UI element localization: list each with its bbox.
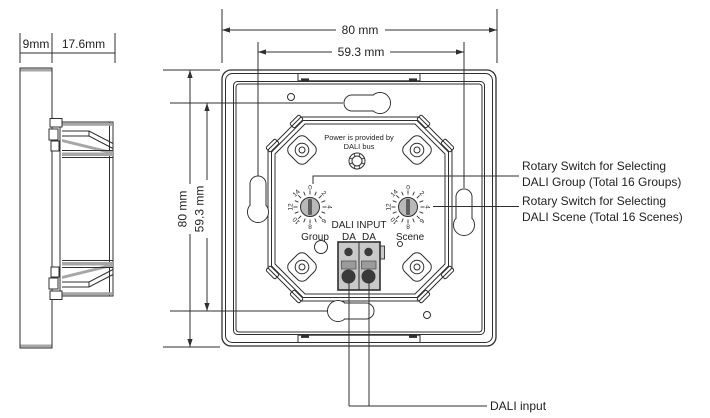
keyhole-slot-bottom	[327, 300, 375, 322]
mounting-edge-slots	[297, 73, 421, 344]
scene-dial-pos-2: 2	[418, 190, 426, 198]
callout-scene-line1: Rotary Switch for Selecting	[522, 194, 666, 208]
scene-label: Scene	[396, 232, 425, 243]
callout-group-line2: DALI Group (Total 16 Groups)	[522, 175, 681, 189]
side-view-mount-body	[48, 118, 114, 300]
scene-dial-pos-8: 8	[406, 223, 410, 230]
scene-adjacent-hole	[397, 241, 403, 247]
panel-inner-frame	[233, 81, 485, 335]
octagon-gasket	[265, 114, 455, 304]
dali-input-title: DALI INPUT	[331, 220, 386, 231]
callout-scene-line2: DALI Scene (Total 16 Scenes)	[522, 210, 683, 224]
group-dial-slot	[308, 199, 312, 215]
side-view-dimensions: 9mm 17.6mm	[19, 33, 116, 63]
back-view: Power is provided by DALI bus 0 2 4 6 8 …	[221, 69, 497, 347]
dim-label-9mm: 9mm	[23, 37, 50, 51]
scene-dial-pos-10: 10	[389, 215, 399, 225]
screw-hole-bottom-right	[423, 311, 431, 319]
terminal-screw-1	[344, 247, 353, 257]
callout-dali-input-label: DALI input	[490, 399, 547, 413]
keyhole-slot-right	[453, 188, 475, 236]
dimension-height-inner: 59.3 mm	[170, 102, 343, 312]
group-rotary-switch: 0 2 4 6 8 10 12 14	[288, 185, 333, 230]
callout-group-line1: Rotary Switch for Selecting	[522, 159, 666, 173]
dim-label-width-outer: 80 mm	[342, 23, 379, 37]
group-dial-pos-12: 12	[288, 203, 295, 211]
terminal-label-da1: DA	[342, 232, 356, 243]
power-note-line2: DALI bus	[344, 142, 375, 151]
group-dial-pos-4: 4	[326, 205, 333, 209]
group-adjacent-hole	[314, 240, 328, 254]
callout-scene-rotary: Rotary Switch for Selecting DALI Scene (…	[433, 194, 683, 224]
group-dial-pos-6: 6	[319, 217, 327, 225]
side-view: 9mm 17.6mm	[19, 33, 116, 349]
terminal-block	[337, 241, 385, 291]
group-dial-pos-8: 8	[308, 223, 312, 230]
scene-dial-pos-4: 4	[424, 205, 431, 209]
wire-slot-1	[341, 260, 357, 270]
scene-dial-pos-6: 6	[417, 217, 425, 225]
side-view-front-panel	[19, 67, 53, 349]
dim-label-height-inner: 59.3 mm	[193, 186, 207, 233]
terminal-label-da2: DA	[362, 232, 376, 243]
callout-group-rotary: Rotary Switch for Selecting DALI Group (…	[312, 159, 681, 189]
panel-outer-frame	[221, 69, 497, 347]
wire-port-2	[361, 269, 376, 284]
group-label: Group	[301, 232, 329, 243]
screw-hole-top-left	[287, 93, 295, 101]
wire-port-1	[341, 269, 356, 284]
scene-rotary-switch: 0 2 4 6 8 10 12 14	[386, 185, 431, 230]
wire-slot-2	[361, 260, 377, 270]
scene-dial-pos-0: 0	[406, 185, 410, 192]
group-dial-pos-10: 10	[291, 215, 301, 225]
scene-dial-slot	[406, 199, 410, 215]
group-dial-pos-2: 2	[320, 190, 328, 198]
group-dial-pos-0: 0	[308, 185, 312, 192]
dimension-height-outer: 80 mm	[163, 69, 220, 348]
callout-dali-input: DALI input	[348, 282, 547, 413]
dim-label-width-inner: 59.3 mm	[338, 45, 385, 59]
power-note-line1: Power is provided by	[324, 133, 394, 142]
dimension-width-inner: 59.3 mm	[257, 42, 465, 188]
group-dial-pos-14: 14	[292, 188, 302, 198]
dim-label-17-6mm: 17.6mm	[62, 37, 105, 51]
terminal-screw-2	[364, 247, 373, 257]
scene-dial-pos-14: 14	[390, 188, 400, 198]
dim-label-height-outer: 80 mm	[176, 191, 190, 228]
dimension-width-outer: 80 mm	[221, 9, 498, 63]
scene-dial-pos-12: 12	[386, 203, 393, 211]
keyhole-slot-left	[247, 175, 269, 223]
keyhole-slot-top	[343, 92, 391, 114]
